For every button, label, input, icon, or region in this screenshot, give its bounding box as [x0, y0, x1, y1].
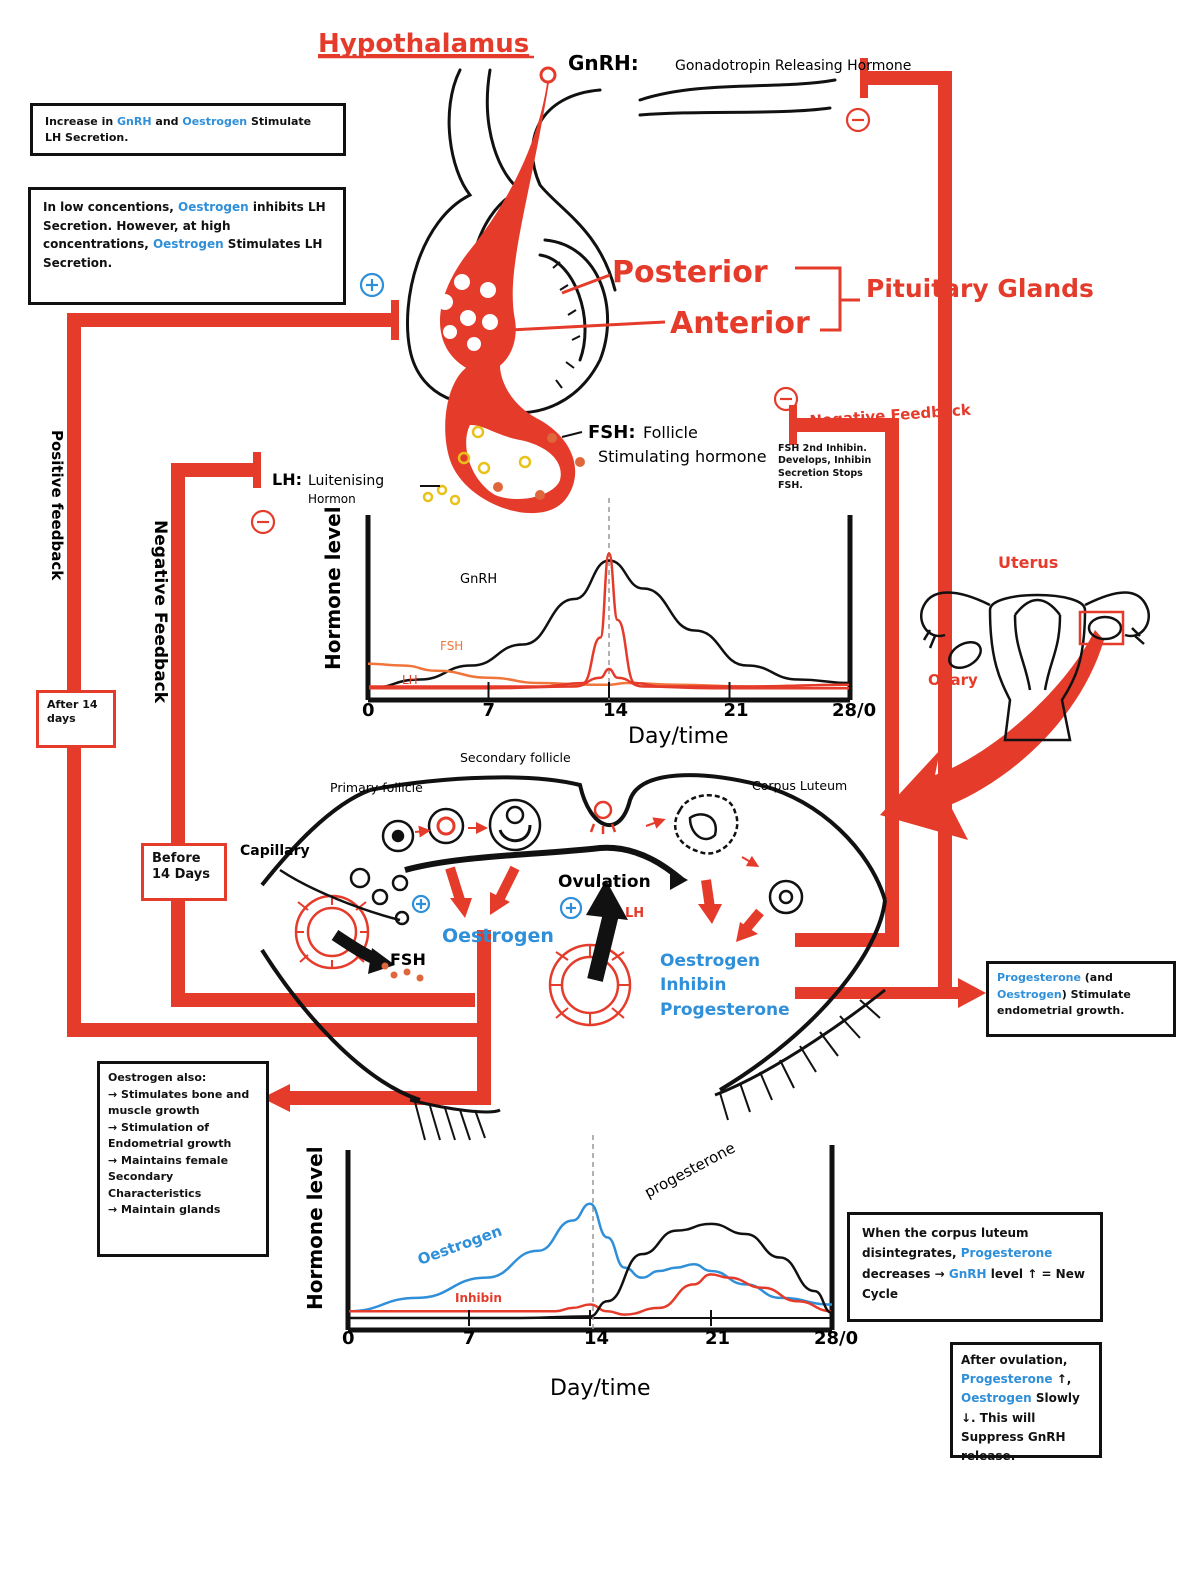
note-oestrogen-also: Oestrogen also: → Stimulates bone and mu…	[97, 1061, 269, 1257]
chart-top: 0 7 14 21 28/0 Hormone level Day/time GnRH F…	[321, 498, 876, 749]
anterior-vesicles	[437, 274, 498, 351]
x-tick-label: 14	[603, 700, 628, 721]
oestrogen-group-progesterone: Progesterone	[660, 1000, 790, 1020]
lh-to-ovulation-arrow	[587, 908, 620, 982]
chart-top-fsh-label: FSH	[440, 639, 463, 653]
gnrh-feedback-loop	[865, 71, 952, 998]
after-14-days-box: After 14 days	[36, 690, 116, 748]
positive-feedback-label: Positive feedback	[48, 430, 66, 581]
note-after-ovulation: After ovulation, Progesterone ↑, Oestrog…	[950, 1342, 1102, 1463]
chart-bottom-oestrogen-label: Oestrogen	[415, 1222, 504, 1269]
negative-feedback-right-loop	[795, 418, 899, 947]
positive-feedback-loop	[67, 313, 484, 1037]
fsh-small-label: FSH	[390, 950, 426, 969]
ovulation-label: Ovulation	[558, 872, 651, 892]
primary-follicle-label: Primary follicle	[330, 780, 423, 795]
x-tick-label: 7	[483, 700, 496, 721]
x-tick-label: 0	[342, 1328, 355, 1349]
fsh-label: FSH:	[588, 422, 636, 443]
fsh-arrowhead	[368, 948, 395, 974]
x-tick-label: 21	[705, 1328, 730, 1349]
hypothalamus-title: Hypothalamus	[318, 29, 529, 59]
released-egg	[589, 800, 617, 834]
x-tick-label: 14	[584, 1328, 609, 1349]
series-line-inhibin	[347, 1273, 833, 1316]
x-tick-label: 0	[362, 700, 375, 721]
chart-bottom-ylabel: Hormone level	[303, 1146, 327, 1310]
chart-top-ticks: 0 7 14 21 28/0	[362, 682, 876, 721]
lh-full-label-2: Hormon	[308, 492, 356, 506]
x-tick-label: 28/0	[832, 700, 876, 721]
posterior-lobe-hatching	[552, 261, 581, 389]
secondary-follicle-label: Secondary follicle	[460, 750, 571, 765]
pituitary-red-structure	[440, 66, 576, 514]
oestrogen-output-arrowhead	[262, 1084, 290, 1112]
chart-bottom-inhibin-label: Inhibin	[455, 1291, 502, 1305]
brain-outline	[406, 68, 837, 415]
lh-small-label: LH	[625, 906, 644, 921]
chart-top-gnrh-label: GnRH	[460, 572, 497, 587]
note-progesterone-endometrial: Progesterone (and Oestrogen) Stimulate e…	[986, 961, 1176, 1037]
plus-minus-symbols	[250, 107, 871, 920]
negative-feedback-left-loop	[171, 463, 475, 1007]
corpus-luteum-label: Corpus Luteum	[752, 778, 847, 793]
label-leader-lines	[509, 266, 860, 332]
oestrogen-group-inhibin: Inhibin	[660, 975, 726, 995]
before-14-days-box: Before 14 Days	[141, 843, 227, 901]
x-tick-label: 21	[724, 700, 749, 721]
oestrogen-group-oestrogen: Oestrogen	[660, 951, 760, 971]
posterior-label: Posterior	[612, 255, 768, 290]
series-line-series-3	[367, 667, 850, 690]
series-line-progesterone	[347, 1222, 833, 1320]
capillary-label: Capillary	[240, 843, 310, 859]
capillary-pointer	[279, 868, 401, 922]
chart-top-ylabel: Hormone level	[321, 506, 345, 670]
follicle-progress-arrows	[414, 817, 760, 868]
chart-bottom-xlabel: Day/time	[550, 1376, 651, 1401]
note-oestrogen-concentration: In low concentions, Oestrogen inhibits L…	[28, 187, 346, 305]
lh-label: LH:	[272, 470, 302, 489]
fsh-follicle-label: Follicle	[643, 423, 698, 442]
chart-top-xlabel: Day/time	[628, 724, 729, 749]
ovary-highlight-box	[1078, 610, 1125, 646]
fsh-full-label: Stimulating hormone	[598, 447, 767, 466]
ovary-cross-section	[260, 773, 887, 1102]
note-gnrh-oestrogen: Increase in GnRH and Oestrogen Stimulate…	[30, 103, 346, 156]
fsh-dots	[381, 962, 424, 982]
chart-bottom-ticks: 0 7 14 21 28/0	[342, 1310, 858, 1349]
oestrogen-label: Oestrogen	[442, 925, 554, 947]
x-tick-label: 28/0	[814, 1328, 858, 1349]
anterior-label: Anterior	[670, 306, 810, 341]
negative-feedback-left-label: Negative Feedback	[150, 520, 170, 704]
series-line-gnrh	[367, 559, 851, 690]
ovulation-path-arrowhead	[670, 870, 688, 890]
chart-bottom: 0 7 14 21 28/0 Hormone level Day/time Oestro…	[303, 1135, 858, 1401]
hormone-granules	[422, 425, 585, 506]
follicles	[349, 794, 804, 926]
uterus-label: Uterus	[998, 553, 1058, 572]
gnrh-label: GnRH:	[568, 51, 639, 75]
pituitary-glands-label: Pituitary Glands	[866, 274, 1094, 303]
progesterone-output-arrowhead	[958, 978, 986, 1008]
lh-ovulation-arrowhead	[586, 880, 628, 920]
chart-bottom-progesterone-label: progesterone	[641, 1139, 738, 1202]
note-corpus-luteum: When the corpus luteum disintegrates, Pr…	[847, 1212, 1103, 1322]
x-tick-label: 7	[463, 1328, 476, 1349]
lh-full-label-1: Luitenising	[308, 473, 384, 489]
oestrogen-output-arrow	[285, 930, 491, 1105]
hormone-release-arrowheads	[450, 892, 758, 942]
fsh-lh-pointers	[420, 431, 583, 487]
chart-top-lh-label: LH	[402, 673, 418, 687]
uterus-drawing	[919, 591, 1151, 742]
ovary-to-diagram-arrow	[880, 630, 1104, 840]
fsh-inhibin-note: FSH 2nd Inhibin. Develops, Inhibin Secre…	[778, 443, 872, 492]
ovary-label: Ovary	[928, 671, 978, 689]
gnrh-full-label: Gonadotropin Releasing Hormone	[675, 58, 911, 74]
chart-bottom-series	[347, 1202, 833, 1320]
ovary-hatching	[409, 988, 886, 1141]
